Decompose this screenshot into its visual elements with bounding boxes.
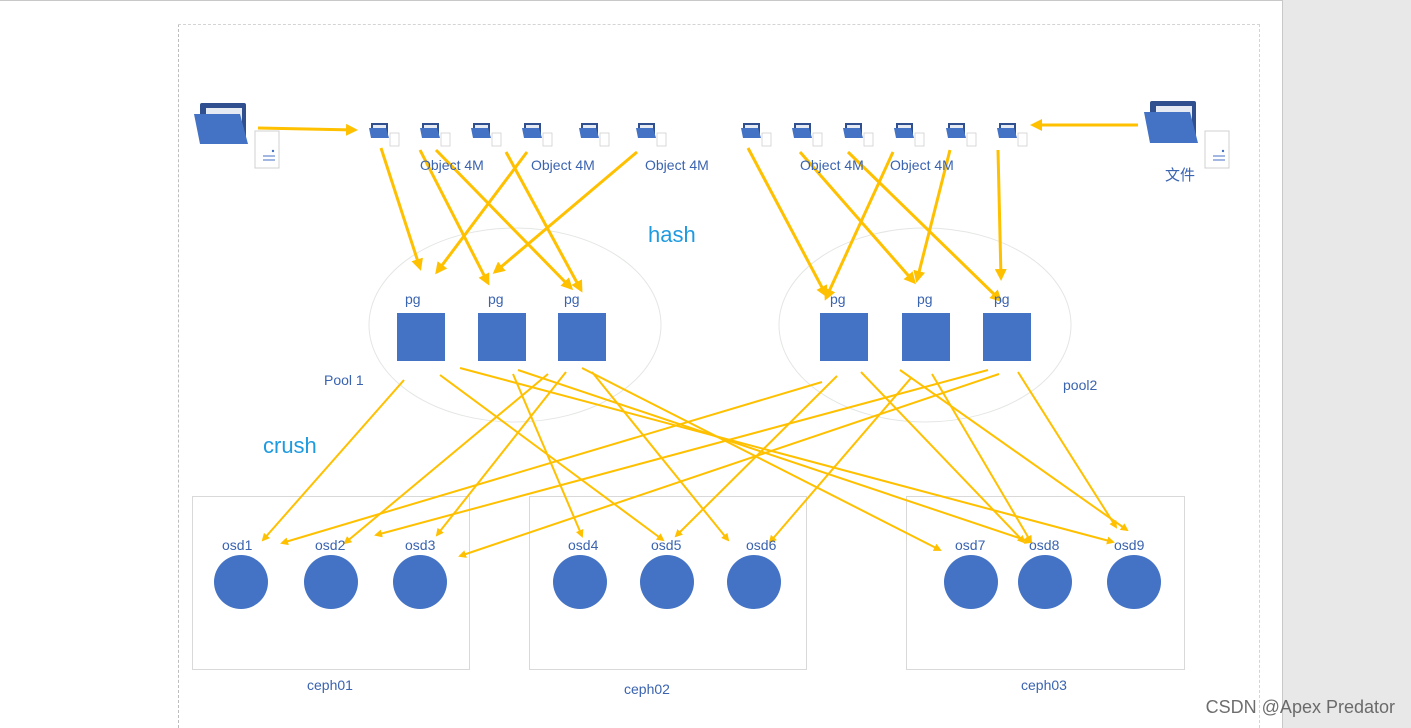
object-label: Object 4M: [531, 157, 595, 173]
osd-label: osd5: [651, 537, 682, 553]
hash-label: hash: [648, 222, 696, 247]
page-margin-top: [178, 24, 1260, 25]
osd-circle: [304, 555, 358, 609]
osd-circle: [1018, 555, 1072, 609]
object-icon: [420, 123, 451, 147]
arrow: [434, 148, 574, 291]
osd-label: osd4: [568, 537, 599, 553]
arrow: [512, 373, 584, 538]
folder-icon: [194, 103, 248, 144]
pg-label: pg: [564, 291, 580, 307]
object-label: Object 4M: [645, 157, 709, 173]
osd-label: osd6: [746, 537, 777, 553]
osd-label: osd9: [1114, 537, 1145, 553]
pg-square: [558, 313, 606, 361]
arrow: [459, 367, 1115, 545]
osd-label: osd2: [315, 537, 346, 553]
host-label: ceph01: [307, 677, 353, 693]
object-icon: [843, 123, 874, 147]
watermark: CSDN @Apex Predator: [1205, 697, 1395, 717]
object-icon: [471, 123, 502, 147]
arrow: [492, 150, 638, 274]
pg-square: [983, 313, 1031, 361]
object-label: Object 4M: [800, 157, 864, 173]
host-box-ceph01: [192, 496, 470, 670]
page-margin-right: [1259, 24, 1260, 728]
crush-label: crush: [263, 433, 317, 458]
osd-label: osd1: [222, 537, 253, 553]
pg-label: pg: [917, 291, 933, 307]
arrow: [435, 151, 529, 275]
arrow: [798, 151, 916, 285]
object-icon: [522, 123, 553, 147]
arrow: [931, 373, 1033, 544]
arrow: [860, 371, 1026, 544]
arrow: [261, 379, 405, 542]
object-icon: [946, 123, 977, 147]
object-icon: [579, 123, 610, 147]
arrow: [591, 371, 730, 542]
arrow: [1017, 371, 1118, 529]
pool-name: Pool 1: [324, 372, 364, 388]
arrow: [435, 371, 567, 537]
host-label: ceph03: [1021, 677, 1067, 693]
pg-square: [397, 313, 445, 361]
arrow: [746, 147, 828, 298]
arrow: [418, 149, 490, 286]
arrow: [846, 150, 1003, 303]
arrow: [343, 373, 549, 545]
arrow: [379, 147, 423, 271]
osd-circle: [727, 555, 781, 609]
object-icon: [636, 123, 667, 147]
osd-circle: [214, 555, 268, 609]
host-label: ceph02: [624, 681, 670, 697]
arrow: [517, 369, 1033, 544]
folder-icon: [1144, 101, 1198, 143]
pg-label: pg: [830, 291, 846, 307]
osd-label: osd7: [955, 537, 986, 553]
osd-label: osd8: [1029, 537, 1060, 553]
object-icon: [894, 123, 925, 147]
host-box-ceph02: [529, 496, 807, 670]
arrow: [994, 149, 1007, 281]
pg-label: pg: [405, 291, 421, 307]
object-label: Object 4M: [420, 157, 484, 173]
pg-square: [478, 313, 526, 361]
pool-name: pool2: [1063, 377, 1098, 393]
osd-circle: [393, 555, 447, 609]
object-icon: [792, 123, 823, 147]
osd-circle: [640, 555, 694, 609]
page-margin-left: [178, 24, 179, 728]
source-file-label: 文件: [1165, 167, 1196, 184]
osd-circle: [944, 555, 998, 609]
object-label: Object 4M: [890, 157, 954, 173]
osd-circle: [1107, 555, 1161, 609]
host-box-ceph03: [906, 496, 1185, 670]
osd-circle: [553, 555, 607, 609]
osd-label: osd3: [405, 537, 436, 553]
pg-label: pg: [488, 291, 504, 307]
arrow: [504, 151, 583, 293]
arrow: [899, 369, 1129, 532]
pg-label: pg: [994, 291, 1010, 307]
arrow: [458, 373, 1000, 558]
arrow: [439, 374, 665, 542]
arrow: [257, 123, 358, 136]
arrow: [581, 367, 942, 551]
pool-ellipse-1: [368, 227, 662, 423]
object-icon: [369, 123, 400, 147]
object-icon: [741, 123, 772, 147]
document-icon: [254, 130, 280, 169]
arrow: [768, 377, 912, 544]
arrow: [824, 151, 895, 301]
pg-square: [902, 313, 950, 361]
arrow: [374, 369, 989, 538]
arrow: [913, 149, 952, 283]
object-icon: [997, 123, 1028, 147]
document-icon: [1204, 130, 1230, 169]
pg-square: [820, 313, 868, 361]
arrow: [280, 381, 823, 546]
